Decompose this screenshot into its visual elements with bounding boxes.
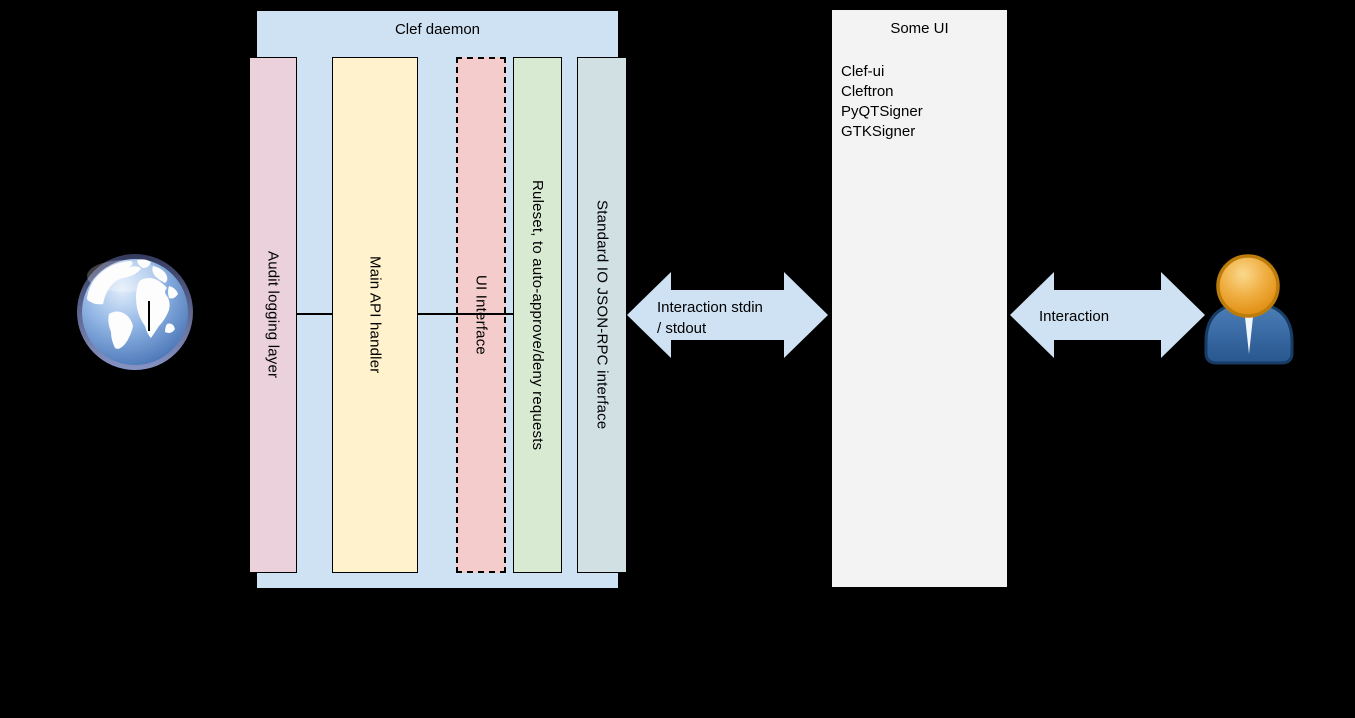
- ui-implementation-item: Cleftron: [841, 83, 894, 100]
- layer-audit-logging: Audit logging layer: [249, 57, 297, 573]
- double-arrow-shape: [627, 272, 828, 358]
- some-ui-box: Some UI Clef-ui Cleftron PyQTSigner GTKS…: [832, 10, 1007, 587]
- layer-label: Standard IO JSON-RPC interface: [593, 200, 611, 430]
- layer-label: Audit logging layer: [264, 251, 282, 379]
- layer-label: UI Interface: [472, 275, 490, 355]
- arrow-label-stdio: Interaction stdin / stdout: [657, 297, 763, 339]
- layer-label: Main API handler: [366, 256, 384, 374]
- connector-line-api-ruleset: [418, 313, 513, 315]
- ui-implementations-list: Clef-ui Cleftron PyQTSigner GTKSigner: [841, 62, 923, 142]
- connector-tick: [148, 301, 150, 331]
- ui-implementation-item: GTKSigner: [841, 123, 916, 140]
- ui-implementation-item: Clef-ui: [841, 63, 885, 80]
- arrow-label-line1: Interaction stdin: [657, 299, 763, 316]
- some-ui-title: Some UI: [890, 20, 949, 37]
- layer-ui-interface: UI Interface: [456, 57, 506, 573]
- layer-stdio-jsonrpc: Standard IO JSON-RPC interface: [577, 57, 627, 573]
- ui-implementation-item: PyQTSigner: [841, 103, 923, 120]
- internet-globe-icon: [77, 254, 193, 370]
- arrow-ui-user: [1010, 272, 1205, 358]
- clef-daemon-title: Clef daemon: [394, 21, 481, 38]
- layer-ruleset: Ruleset, to auto-approve/deny requests: [513, 57, 562, 573]
- arrow-daemon-ui: [627, 272, 828, 358]
- clef-daemon-box: Clef daemon: [257, 11, 618, 588]
- arrow-label-line2: / stdout: [657, 320, 707, 337]
- layer-label: Ruleset, to auto-approve/deny requests: [529, 179, 546, 451]
- layer-main-api-handler: Main API handler: [332, 57, 418, 573]
- double-arrow-shape: [1010, 272, 1205, 358]
- connector-line-audit-api: [297, 313, 332, 315]
- arrow-label-interaction: Interaction: [1039, 308, 1110, 325]
- user-person-icon: [1204, 254, 1294, 365]
